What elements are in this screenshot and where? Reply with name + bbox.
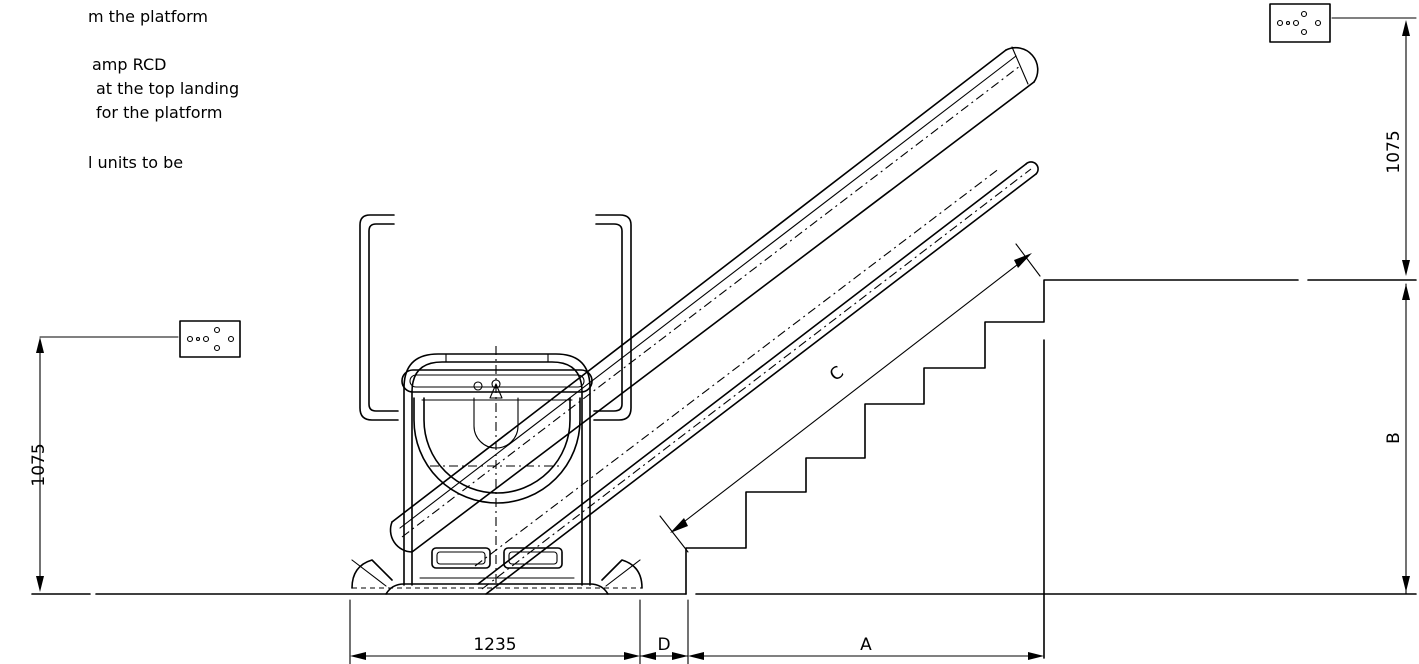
note-line-5: l units to be [88, 153, 183, 172]
note-line-1: m the platform [88, 7, 208, 26]
notes-block: m the platform amp RCD at the top landin… [88, 7, 239, 172]
bottom-landing-control-unit [39, 320, 241, 358]
bottom-dimensions: 1235 D A [349, 599, 1044, 664]
platform-width-label: 1235 [473, 635, 516, 655]
note-line-3: at the top landing [96, 79, 239, 98]
top-landing-control-unit [1269, 3, 1417, 43]
platform-carriage [351, 214, 643, 595]
right-height-dimension: 1075 B [1384, 20, 1410, 595]
note-line-2: amp RCD [92, 55, 166, 74]
staircase [685, 279, 1417, 659]
right-height-label: 1075 [1384, 130, 1404, 173]
folded-ramp-rail [389, 46, 1039, 553]
left-height-label: 1075 [29, 443, 49, 486]
stair-length-label-c: C [826, 362, 848, 385]
note-line-4: for the platform [96, 103, 222, 122]
gap-label-d: D [657, 635, 670, 655]
stair-going-label-a: A [860, 635, 872, 655]
stair-length-dimension: C [659, 243, 1041, 553]
left-height-dimension: 1075 [29, 337, 49, 592]
guide-rail-tube [474, 161, 1039, 595]
rise-label-b: B [1384, 432, 1404, 444]
